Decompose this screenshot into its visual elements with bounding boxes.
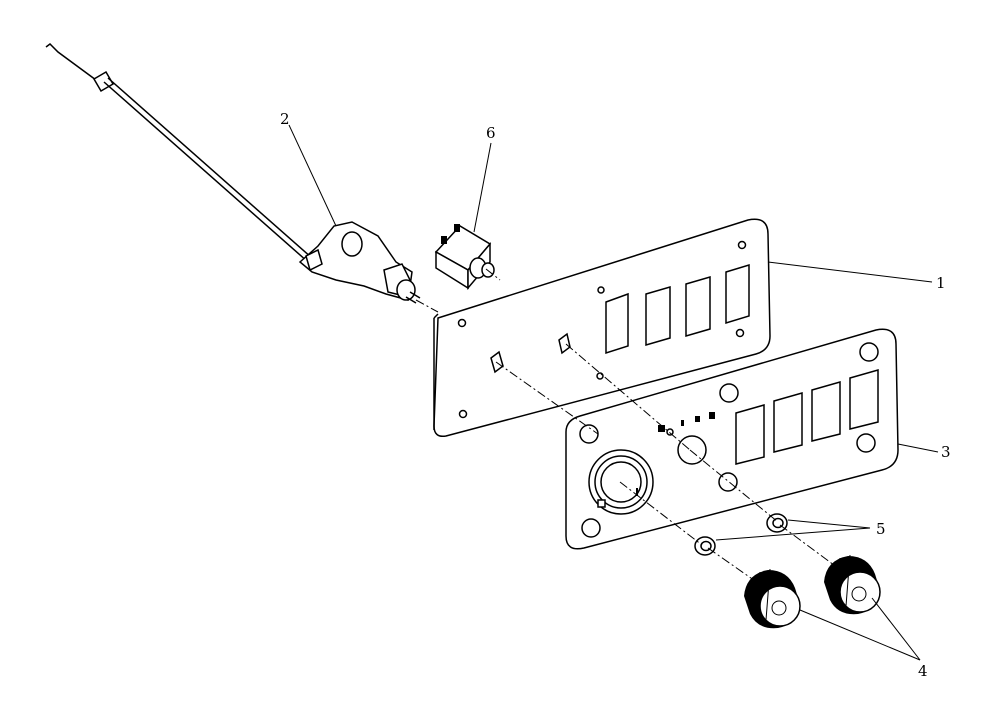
mounting-hole (458, 409, 468, 419)
mounting-hole (581, 518, 601, 538)
mounting-hole (719, 383, 739, 403)
callout-2: 2 (280, 110, 290, 128)
switch (434, 224, 495, 291)
knob (744, 568, 801, 629)
center-lines (415, 268, 847, 591)
switch-window (773, 392, 803, 453)
leader-4b (871, 597, 921, 661)
switch-window (645, 286, 671, 346)
callout-3: 3 (941, 443, 951, 461)
washer (694, 536, 716, 556)
switch-terminal (454, 224, 460, 232)
callout-4: 4 (918, 662, 928, 680)
leader-5a (715, 527, 871, 541)
choke-dial-hole (600, 461, 642, 503)
switch-window (849, 369, 879, 430)
rear-panel (433, 218, 771, 438)
mounting-hole (457, 318, 467, 328)
mounting-hole (737, 240, 747, 250)
callout-leaders (288, 124, 939, 661)
leader-1 (767, 261, 933, 283)
washer (766, 513, 788, 533)
speed-control-hole (677, 435, 707, 465)
leader-6 (473, 142, 492, 233)
switch-window (811, 381, 841, 442)
front-panel (565, 328, 899, 550)
mounting-hole (718, 472, 738, 492)
leader-2 (288, 124, 337, 227)
mounting-hole (856, 433, 876, 453)
callout-6: 6 (486, 124, 496, 142)
mounting-hole (596, 372, 604, 380)
slot-hole (490, 350, 504, 374)
choke-cable-assembly (298, 221, 421, 304)
switch-window (725, 263, 750, 325)
leader-3 (897, 443, 939, 453)
callout-5: 5 (876, 520, 886, 538)
mounting-hole (735, 328, 745, 338)
mounting-hole (579, 424, 599, 444)
switch-window (735, 404, 765, 465)
cable-nut (396, 279, 416, 301)
mounting-hole (859, 342, 879, 362)
speed-icon (658, 425, 665, 432)
mounting-hole (597, 286, 605, 294)
clamp-hole (341, 231, 363, 257)
speed-icon (709, 412, 715, 419)
leader-5b (787, 519, 871, 529)
speed-icon (695, 416, 700, 422)
dial-mark (636, 488, 638, 496)
leader-4a (799, 609, 921, 661)
speed-icon (681, 420, 684, 426)
clamp-screw (305, 248, 323, 272)
callout-1: 1 (936, 274, 946, 292)
dial-indicator (597, 499, 606, 508)
knob (824, 554, 881, 615)
choke-cable (45, 43, 313, 263)
switch-terminal (441, 236, 447, 244)
switch-window (605, 292, 629, 355)
callout-labels: 1 2 3 4 5 6 (280, 110, 951, 680)
switch-window (685, 276, 711, 337)
